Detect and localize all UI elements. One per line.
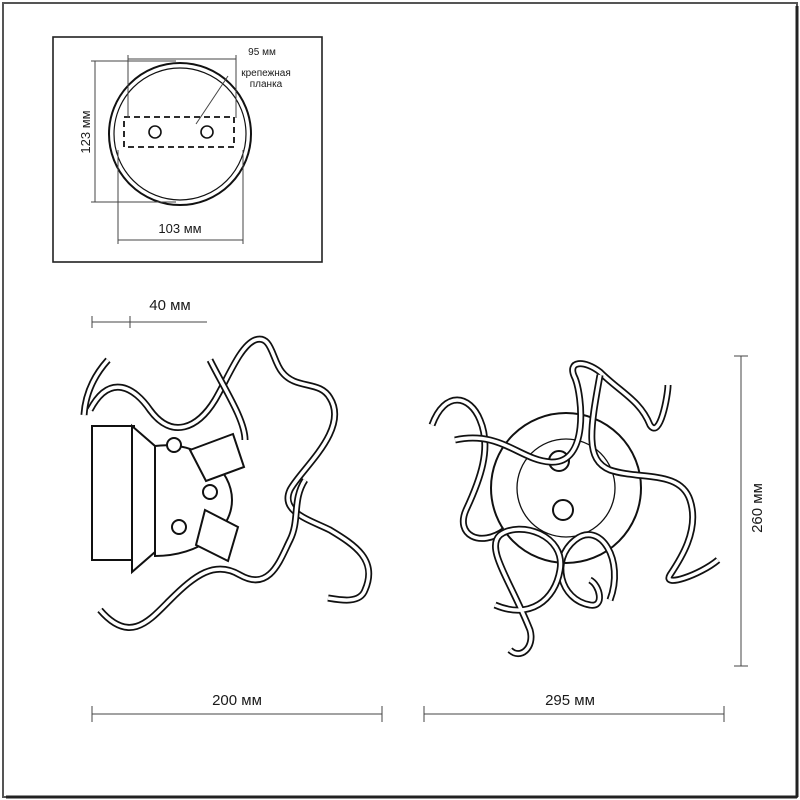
bracket-label-line2: планка [250, 79, 283, 90]
dim-260-label: 260 мм [749, 483, 766, 533]
front-center-cap-2 [552, 499, 574, 521]
side-ribbon-arms [80, 335, 373, 631]
dim-40-label: 40 мм [149, 297, 190, 314]
side-arm-bracket-1 [188, 432, 246, 483]
dim-103-label: 103 мм [158, 221, 201, 236]
canopy-outer-circle [108, 62, 252, 206]
bracket-hole-right [200, 125, 214, 139]
bracket-hole-left [148, 125, 162, 139]
bracket-label-line1: крепежная [241, 68, 291, 79]
side-view: 40 мм 200 мм [80, 297, 383, 722]
inset-frame [52, 36, 323, 263]
dim-95-label: 95 мм [248, 47, 276, 58]
canopy-inner-circle [113, 67, 247, 201]
dim-123-label: 123 мм [78, 110, 93, 153]
dim-200-label: 200 мм [212, 692, 262, 709]
bracket-leader-line [195, 75, 229, 125]
side-joint-3 [171, 519, 187, 535]
mount-plate-inset: 123 мм 103 мм 95 мм крепежная планка [52, 36, 323, 263]
front-canopy-inner [516, 438, 616, 538]
side-wall-base [91, 425, 135, 561]
side-joint-1 [166, 437, 182, 453]
side-arm-bracket-2 [194, 508, 240, 563]
front-ribbon-arms [428, 360, 721, 658]
mounting-bracket [123, 116, 235, 148]
dim-295-label: 295 мм [545, 692, 595, 709]
front-view: 295 мм 260 мм [423, 355, 766, 722]
front-canopy-outer [490, 412, 642, 564]
side-canopy [131, 423, 156, 575]
side-joint-2 [202, 484, 218, 500]
